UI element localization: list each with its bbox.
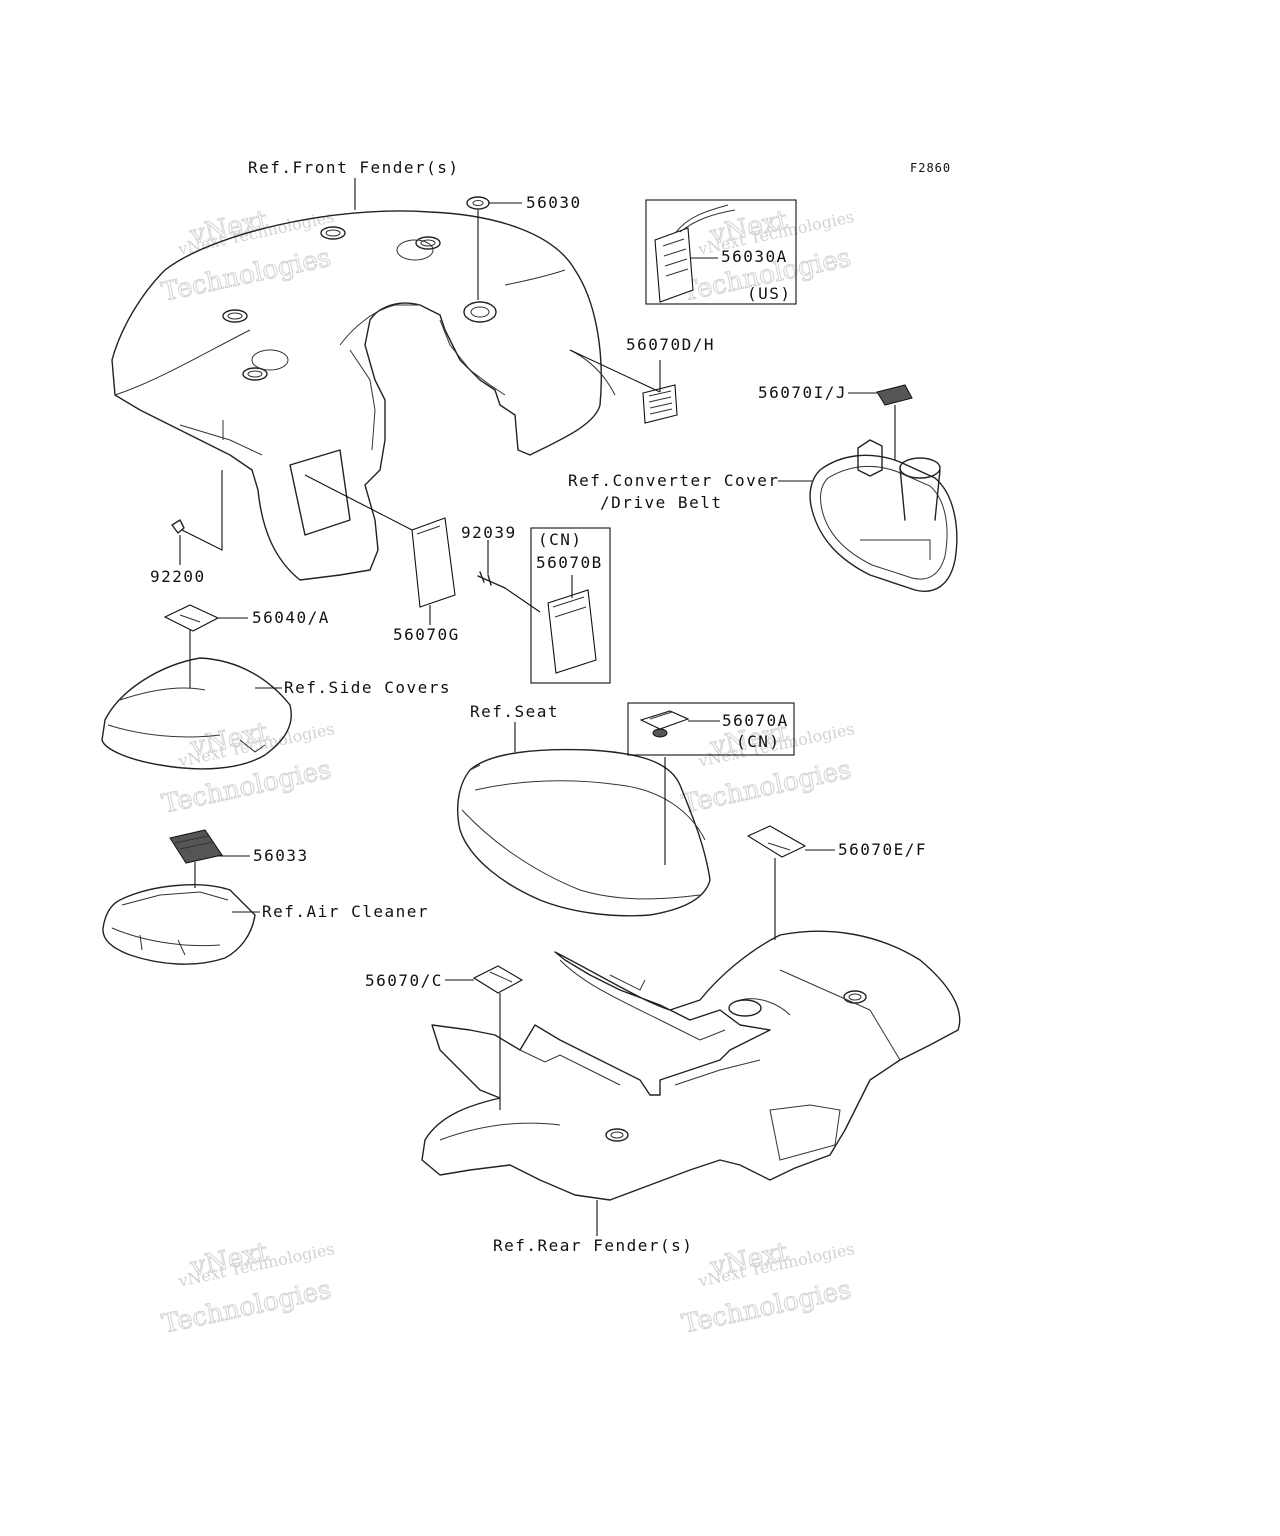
air-cleaner-illustration (102, 884, 256, 965)
part-number-92039: 92039 (461, 523, 517, 542)
part-number-56033: 56033 (253, 846, 309, 865)
watermark-mid-left: vNext Technologies vNext Technologies (159, 716, 336, 820)
ref-side-covers-label: Ref.Side Covers (284, 678, 451, 697)
rear-fender-illustration (421, 930, 961, 1201)
part-number-56070B: 56070B (536, 553, 603, 572)
part-56030-grommet (466, 196, 522, 300)
part-number-56030: 56030 (526, 193, 582, 212)
front-fender-illustration (111, 210, 616, 581)
us-callout-box (645, 199, 797, 305)
watermark-top-right: vNext Technologies vNext Technologies (678, 205, 855, 309)
part-number-92200: 92200 (150, 567, 206, 586)
ref-air-cleaner-label: Ref.Air Cleaner (262, 902, 429, 921)
part-56070DH-decal (569, 349, 678, 424)
cn-callout-box-b (530, 527, 611, 684)
watermark-bottom-left: vNext Technologies vNext Technologies (159, 1236, 336, 1340)
part-56070B-decal (547, 575, 597, 674)
part-number-56070DH: 56070D/H (626, 335, 715, 354)
region-tag-cn-a: (CN) (736, 732, 781, 751)
figure-code: F2860 (910, 161, 951, 175)
cn-callout-box-a (627, 702, 795, 756)
part-56033-decal (169, 829, 250, 888)
part-56070A-decal (639, 710, 720, 738)
watermark-top-left: vNext Technologies vNext Technologies (158, 205, 335, 309)
watermark-bottom-right: vNext Technologies vNext Technologies (679, 1236, 856, 1340)
part-number-56070IJ: 56070I/J (758, 383, 847, 402)
part-56040A-decal (163, 604, 248, 688)
ref-rear-fender-label: Ref.Rear Fender(s) (493, 1236, 693, 1255)
ref-seat-label: Ref.Seat (470, 702, 559, 721)
ref-front-fender-label: Ref.Front Fender(s) (248, 158, 460, 177)
part-number-56040A: 56040/A (252, 608, 330, 627)
ref-converter-cover-label-1: Ref.Converter Cover (568, 471, 780, 490)
part-number-56070G: 56070G (393, 625, 460, 644)
side-covers-illustration (101, 657, 292, 770)
part-56070G-decal (304, 474, 456, 625)
ref-converter-cover-label-2: /Drive Belt (600, 493, 722, 512)
part-number-56070C: 56070/C (365, 971, 443, 990)
part-92200-clip (171, 470, 223, 565)
part-56070EF-decal (746, 825, 835, 940)
converter-cover-illustration (809, 439, 958, 592)
region-tag-us: (US) (747, 284, 792, 303)
region-tag-cn-b: (CN) (538, 530, 583, 549)
part-56070C-decal (445, 965, 524, 1110)
part-number-56070A: 56070A (722, 711, 789, 730)
part-number-56070EF: 56070E/F (838, 840, 927, 859)
part-56030A-tag (654, 204, 736, 303)
seat-illustration (457, 748, 711, 917)
part-56070IJ-decal (848, 384, 913, 460)
part-92039-strap (477, 540, 541, 613)
part-number-56030A: 56030A (721, 247, 788, 266)
